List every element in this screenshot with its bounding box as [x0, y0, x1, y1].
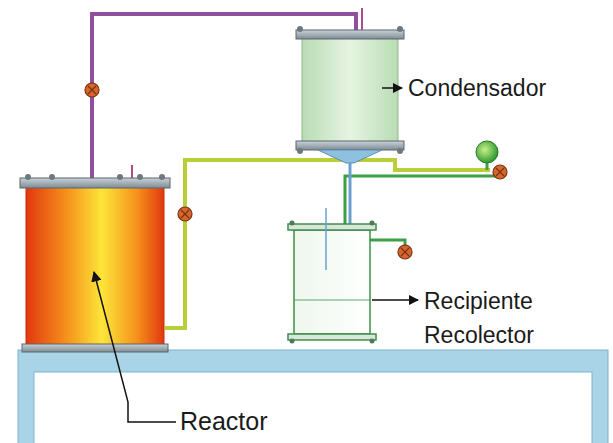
leader-arrow [94, 272, 176, 422]
table-opening [34, 372, 592, 443]
condenser [296, 8, 404, 163]
valve [178, 207, 192, 221]
leader-arrow [382, 87, 402, 89]
collector-vessel [288, 208, 376, 344]
part-label: Reactor [180, 406, 330, 436]
collector-pipe [345, 170, 500, 226]
part-label: Condensador [408, 74, 598, 102]
valve [398, 245, 412, 259]
leader-arrow [372, 299, 418, 301]
valve [493, 165, 507, 179]
reactor-vessel [20, 165, 170, 352]
part-label: Recipiente Recolector [424, 284, 564, 352]
valve [85, 83, 99, 97]
pressure-gauge [476, 141, 498, 163]
